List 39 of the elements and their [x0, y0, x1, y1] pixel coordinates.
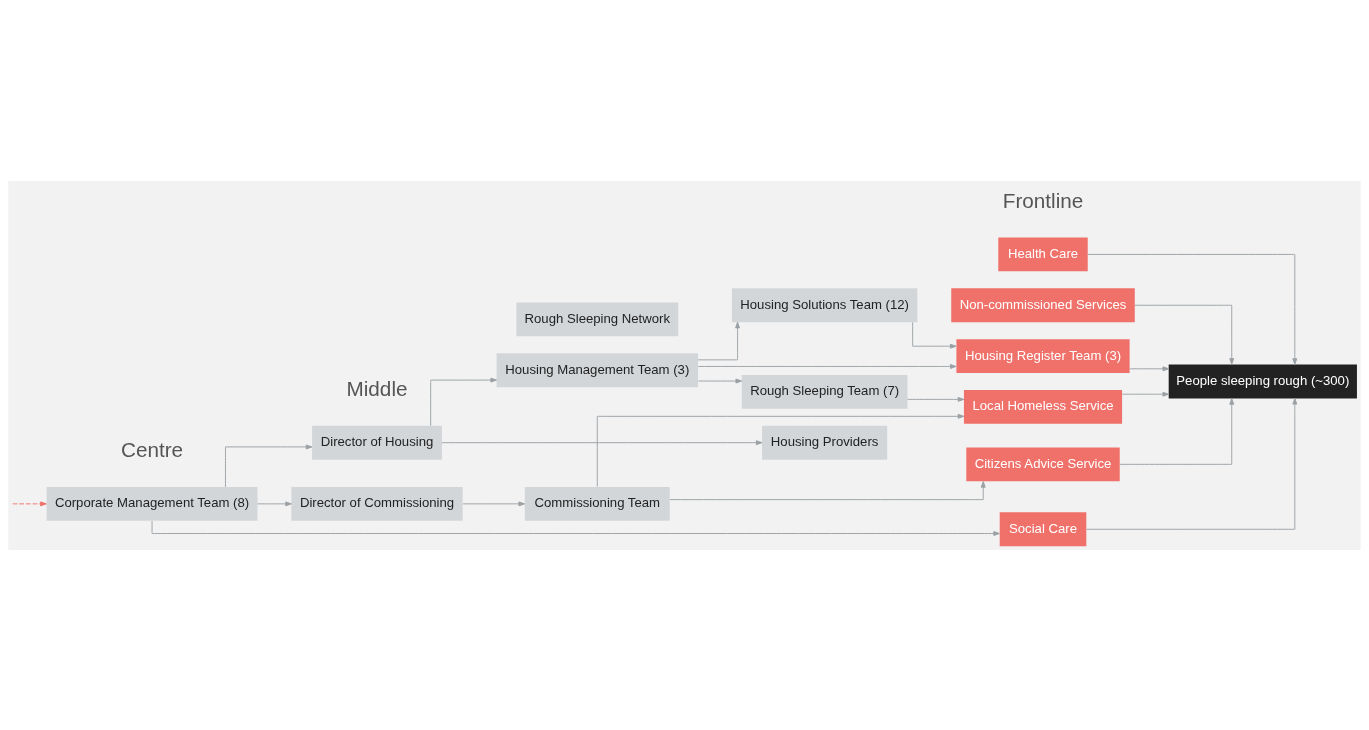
node-box: Housing Management Team (3): [496, 352, 698, 387]
label: Centre: [121, 437, 184, 461]
node-box: People sleeping rough (~300): [1168, 364, 1357, 398]
arrow: [441, 439, 763, 445]
node-box: Commissioning Team: [524, 486, 670, 521]
label: Middle: [346, 376, 408, 400]
node-box: Local Homeless Service: [963, 389, 1123, 424]
arrow: [12, 500, 47, 506]
node-box: Housing Providers: [762, 425, 888, 460]
arrow: [697, 378, 743, 383]
arrow: [1087, 253, 1298, 365]
arrow: [1119, 397, 1235, 465]
node-box: Housing Register Team (3): [956, 338, 1130, 373]
node-box: Corporate Management Team (8): [46, 486, 258, 521]
arrow: [912, 321, 957, 349]
arrow: [1134, 304, 1235, 365]
node-box: Rough Sleeping Network: [516, 301, 679, 336]
node-box: Citizens Advice Service: [966, 446, 1120, 481]
node-box: Housing Solutions Team (12): [731, 287, 918, 322]
node-box: Non-commissioned Services: [951, 287, 1135, 322]
arrow: [697, 363, 957, 369]
arrow: [257, 500, 292, 506]
node-box: Director of Commissioning: [291, 486, 463, 521]
arrow: [151, 520, 1000, 536]
node-box: Director of Housing: [312, 425, 442, 460]
arrow: [1121, 391, 1170, 397]
arrow: [907, 396, 965, 402]
arrow: [1086, 397, 1298, 530]
arrow: [669, 480, 986, 500]
node-box: Rough Sleeping Team (7): [741, 374, 908, 409]
arrow: [596, 413, 965, 487]
node-box: Social Care: [999, 511, 1087, 546]
node-box: Health Care: [998, 237, 1088, 271]
arrow: [430, 377, 497, 426]
arrow: [697, 321, 740, 360]
label: Frontline: [1002, 188, 1084, 212]
arrow: [1129, 365, 1170, 371]
arrow: [462, 500, 526, 506]
arrow: [225, 443, 313, 487]
